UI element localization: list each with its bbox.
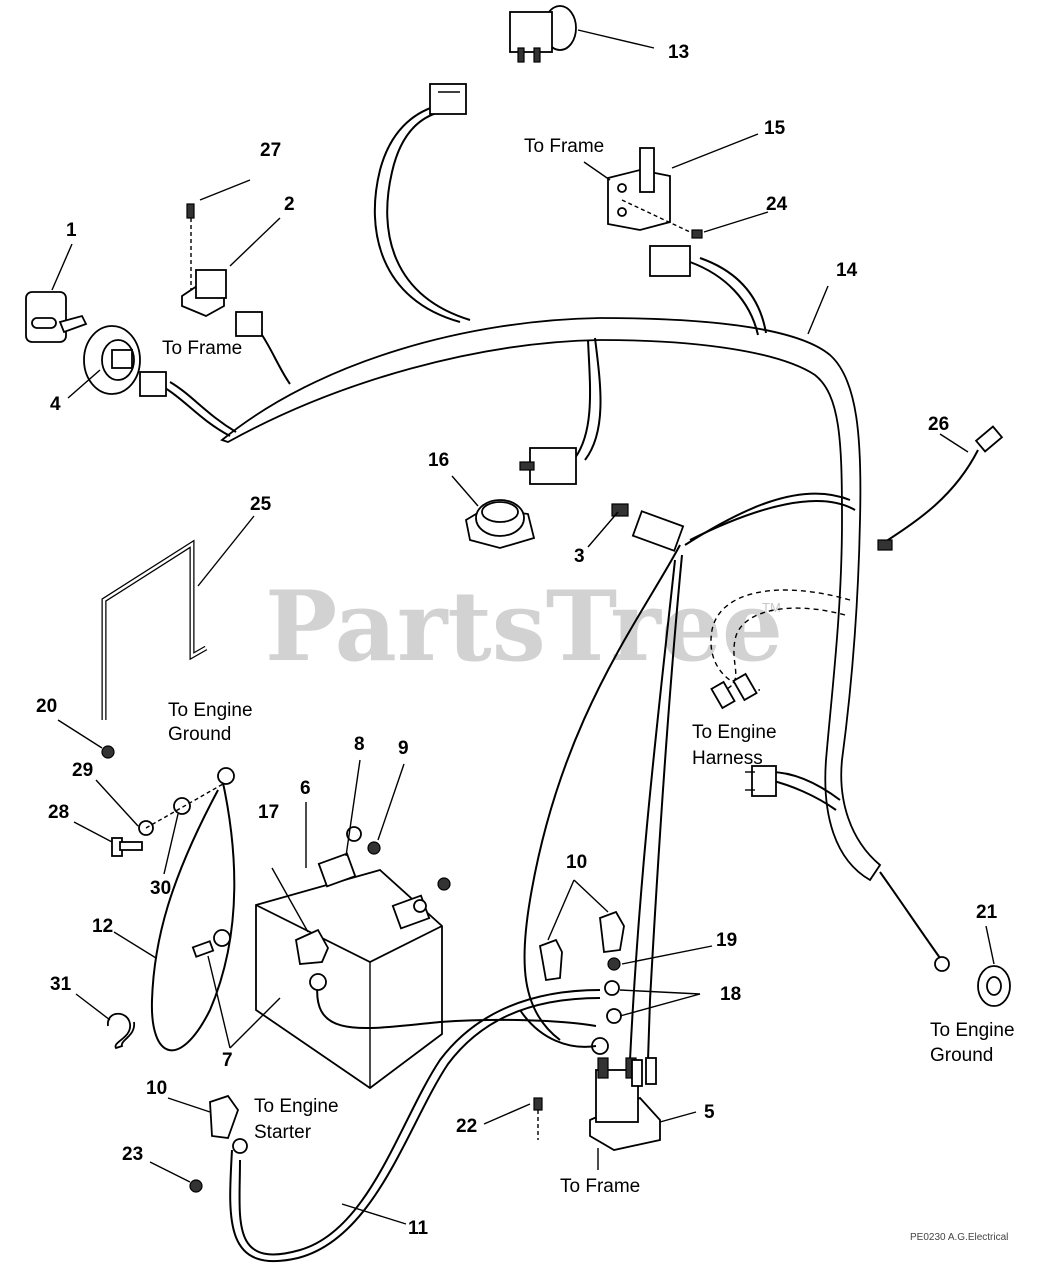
callout-30: 30: [150, 878, 171, 899]
callout-23: 23: [122, 1144, 143, 1165]
callout-7: 7: [222, 1050, 233, 1071]
watermark-trademark: TM: [762, 600, 781, 615]
callout-28: 28: [48, 802, 69, 823]
callout-13: 13: [668, 42, 689, 63]
annotations: To Frame To Frame To Frame To Engine Gro…: [162, 136, 1015, 1243]
nut-19: [607, 957, 621, 971]
harness-center-connector: [529, 447, 577, 485]
label-to-engine-ground-left-1: To Engine: [168, 700, 253, 721]
watermark: PartsTree: [265, 570, 783, 683]
boot-10-center: [538, 938, 563, 982]
nut-20: [101, 745, 115, 759]
callout-10-right: 10: [566, 852, 587, 873]
starter-solenoid: [589, 1057, 661, 1151]
callout-27: 27: [260, 140, 281, 161]
label-to-frame-top: To Frame: [524, 136, 604, 157]
callout-17: 17: [258, 802, 279, 823]
callout-14: 14: [836, 260, 858, 281]
callout-22: 22: [456, 1116, 477, 1137]
callout-24: 24: [766, 194, 788, 215]
interlock-switch: [607, 147, 691, 233]
label-to-engine-starter-2: Starter: [254, 1122, 312, 1143]
washer-18-a: [604, 980, 620, 996]
engine-harness-connector: [751, 765, 777, 797]
screw-24: [691, 229, 703, 239]
label-to-engine-ground-right-1: To Engine: [930, 1020, 1015, 1041]
nut-23: [189, 1179, 203, 1193]
ground-bolt-assembly: [111, 779, 231, 857]
screw-22: [533, 1097, 543, 1140]
main-harness: [139, 83, 950, 1061]
battery-hold-down-rod: [101, 539, 208, 720]
callout-3: 3: [574, 546, 585, 567]
harness-top-connector: [429, 83, 467, 115]
ground-cable: [150, 767, 236, 1052]
key-switch-connector: [139, 371, 167, 397]
fuse: [611, 503, 685, 552]
label-to-engine-harness-1: To Engine: [692, 722, 777, 743]
wire-clip: [107, 1012, 135, 1050]
callout-1: 1: [66, 220, 77, 241]
callout-19: 19: [716, 930, 737, 951]
callout-numbers: 1 2 3 4 5 6 7 8 9 10 10 11 12 13 14 15 1…: [36, 42, 998, 1239]
label-to-engine-starter-1: To Engine: [254, 1096, 339, 1117]
screw-27: [186, 203, 195, 290]
callout-18: 18: [720, 984, 741, 1005]
callout-6: 6: [300, 778, 311, 799]
boot-10-right: [599, 910, 625, 954]
callout-5: 5: [704, 1102, 715, 1123]
relay: [181, 269, 227, 317]
washer-18-b: [606, 1008, 622, 1024]
switch-15-connector: [649, 245, 691, 277]
callout-15: 15: [764, 118, 786, 139]
boot-10-left: [209, 1094, 240, 1139]
callout-8: 8: [354, 734, 365, 755]
label-to-engine-harness-2: Harness: [692, 748, 763, 769]
callout-29: 29: [72, 760, 93, 781]
key-switch: [83, 325, 141, 395]
circuit-breaker: [464, 499, 536, 549]
callout-9: 9: [398, 738, 409, 759]
ground-wire-lead: [877, 425, 1004, 551]
callout-12: 12: [92, 916, 113, 937]
callout-26: 26: [928, 414, 949, 435]
callout-21: 21: [976, 902, 998, 923]
terminal-boot: [294, 928, 330, 965]
label-to-engine-ground-left-2: Ground: [168, 724, 231, 745]
label-to-frame-bottom: To Frame: [560, 1176, 640, 1197]
callout-2: 2: [284, 194, 295, 215]
label-to-frame-left: To Frame: [162, 338, 242, 359]
callout-10-left: 10: [146, 1078, 167, 1099]
positive-cable: [229, 973, 609, 1263]
callout-20: 20: [36, 696, 57, 717]
battery: [255, 826, 451, 1090]
callout-4: 4: [50, 394, 61, 415]
callout-25: 25: [250, 494, 272, 515]
drawing-code: PE0230 A.G.Electrical: [910, 1232, 1008, 1243]
callout-11: 11: [408, 1218, 429, 1239]
leader-lines: [51, 29, 995, 1225]
callout-16: 16: [428, 450, 449, 471]
pto-switch: [509, 5, 577, 63]
grommet: [977, 965, 1011, 1007]
ignition-key: [25, 291, 88, 343]
label-to-engine-ground-right-2: Ground: [930, 1045, 993, 1066]
callout-31: 31: [50, 974, 72, 995]
